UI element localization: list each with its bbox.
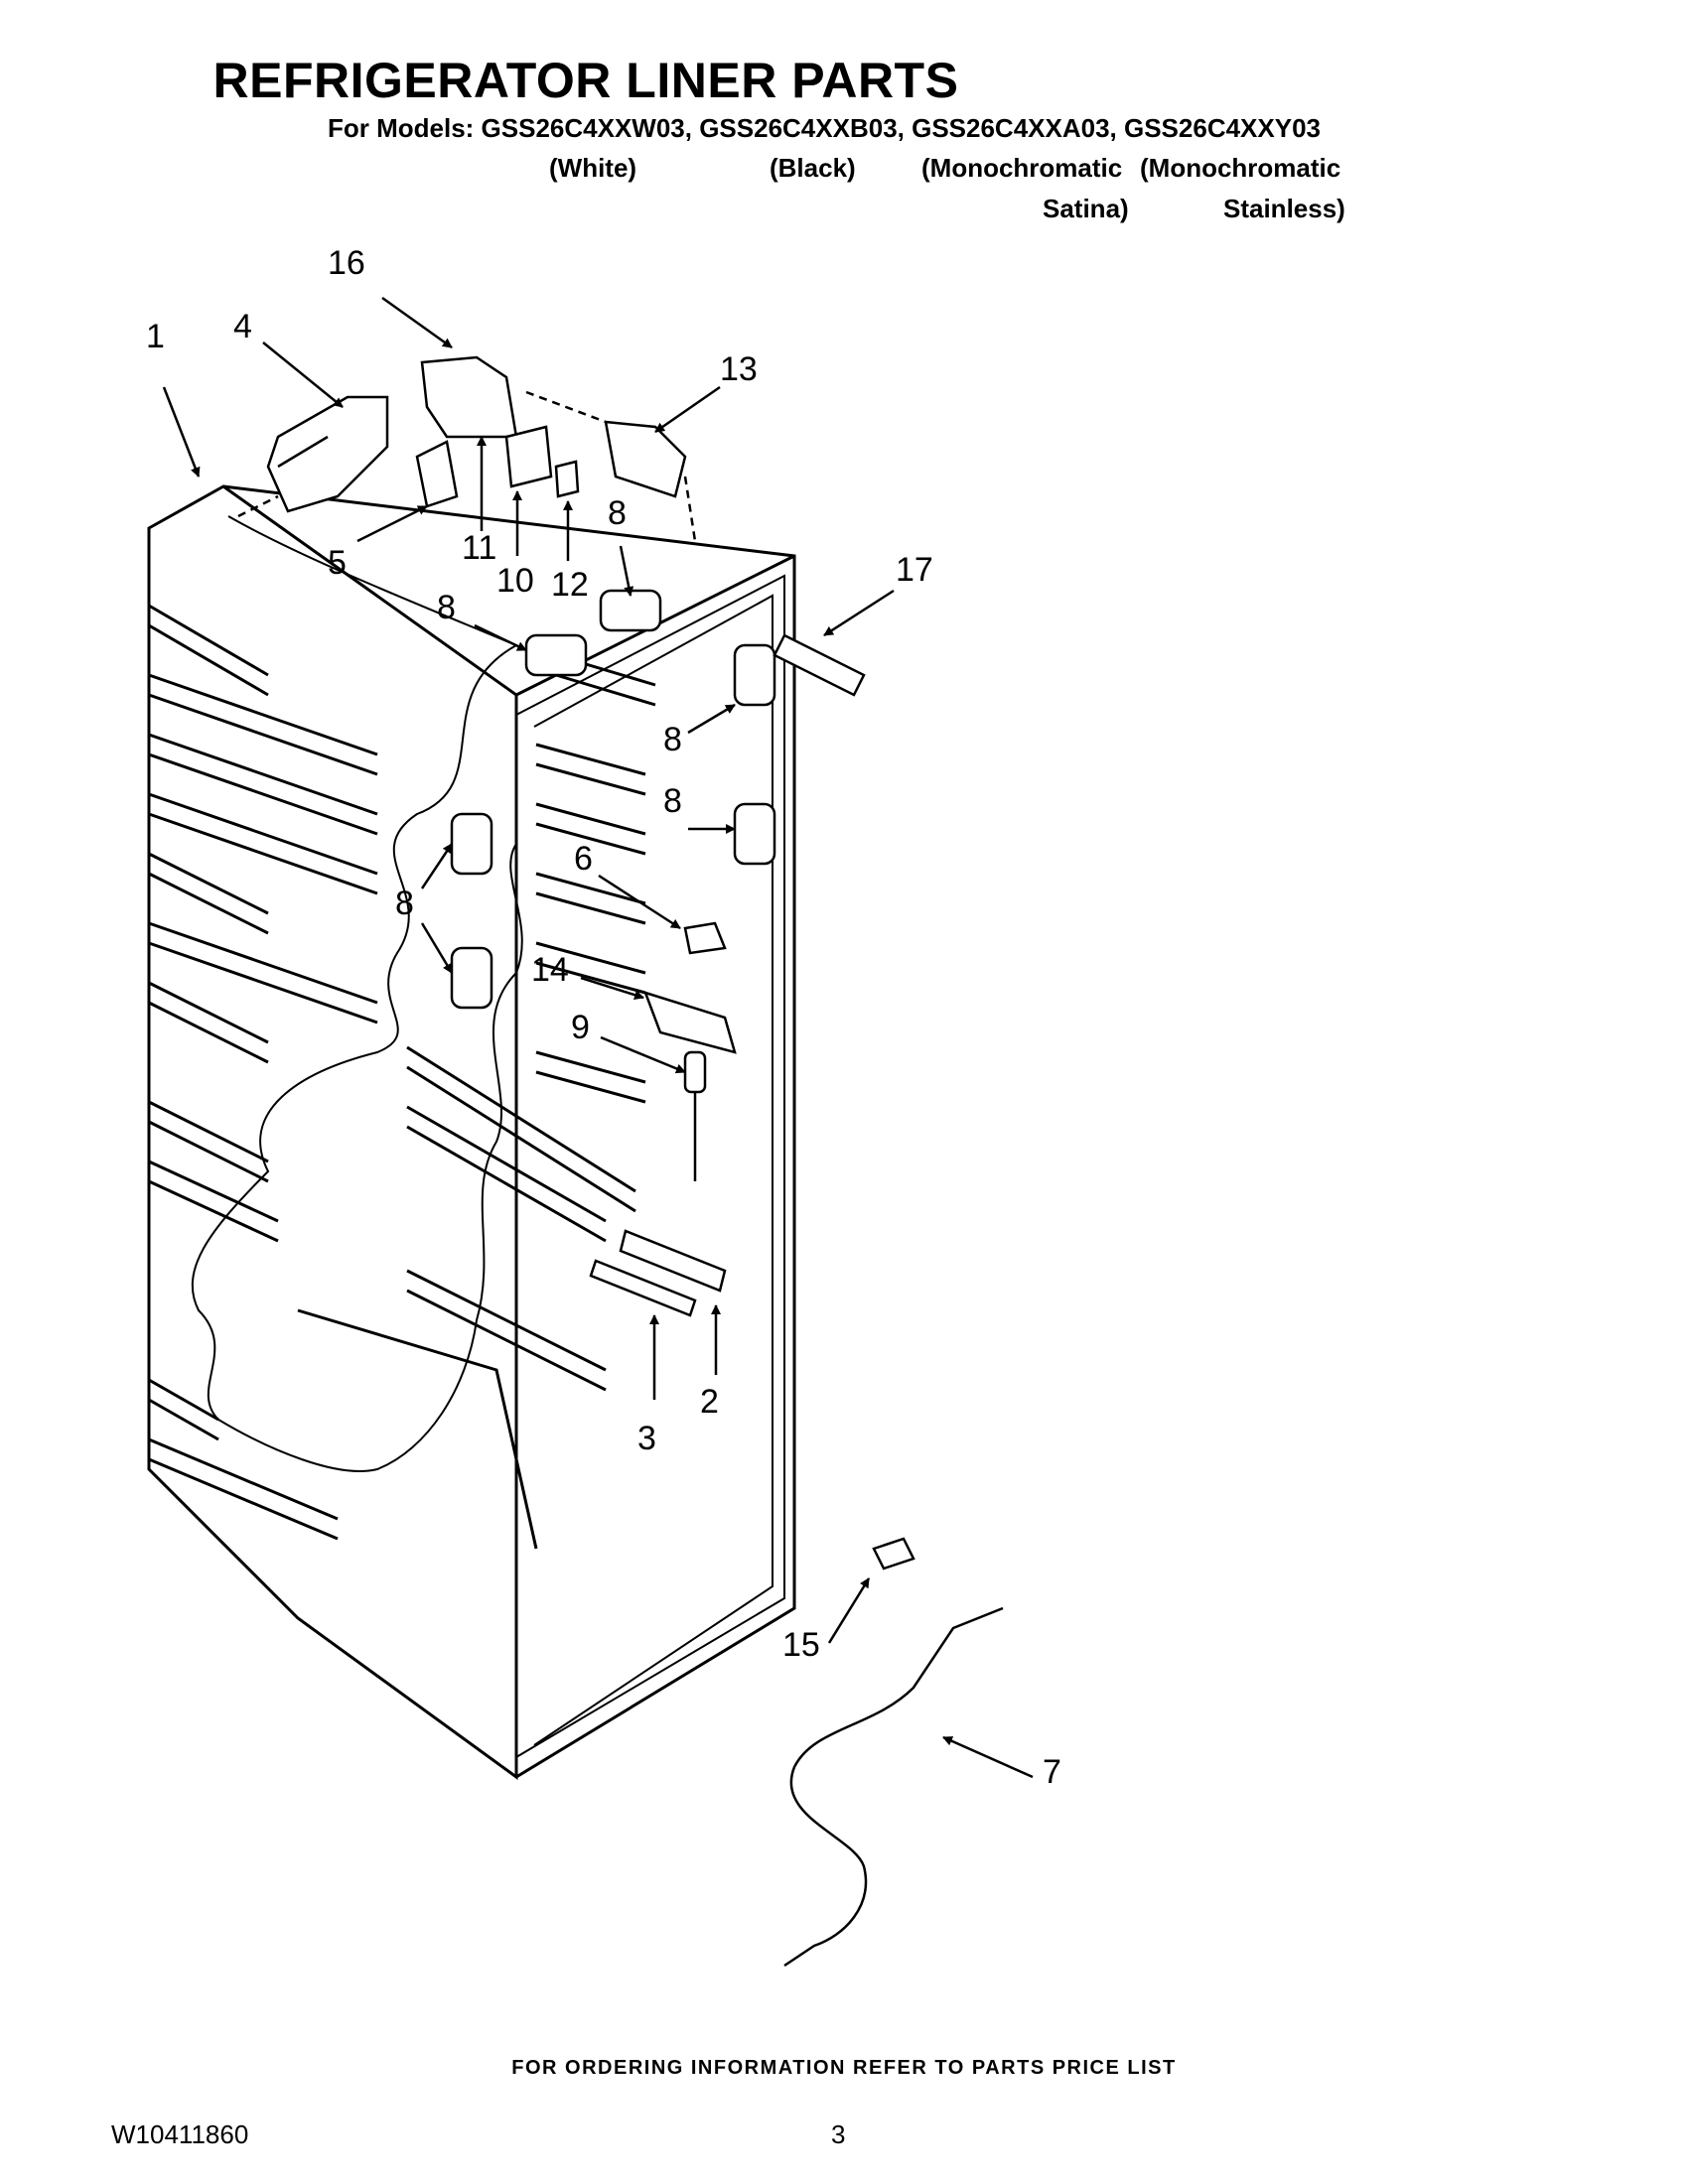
callout-14: 14 [531,951,569,989]
callout-9: 9 [571,1009,590,1046]
document-number: W10411860 [111,2119,249,2149]
callout-16: 16 [328,244,365,282]
callout-17: 17 [896,551,933,589]
top-components [237,355,697,542]
side-shelf-rails [148,604,378,1541]
page-number: 3 [831,2119,846,2149]
callout-15: 15 [782,1626,820,1664]
liner-shell [147,484,796,1780]
variant-stainless: Stainless) [1223,194,1345,223]
callout-5: 5 [328,544,347,582]
variant-mono-2: (Monochromatic [1140,153,1341,183]
variant-black: (Black) [770,153,856,183]
callout-13: 13 [720,350,758,388]
callout-4: 4 [233,308,252,345]
variant-mono-1: (Monochromatic [921,153,1123,183]
variant-white: (White) [549,153,637,183]
right-wall-parts [450,589,1004,1968]
variant-satina: Satina) [1043,194,1129,223]
callout-10: 10 [496,562,534,600]
callout-8-top-right: 8 [608,494,627,532]
callout-11: 11 [462,529,497,567]
callout-6: 6 [574,840,593,878]
cutaway-outline [191,515,523,1472]
models-line: For Models: GSS26C4XXW03, GSS26C4XXB03, … [328,113,1321,143]
interior-rails [297,653,656,1550]
callout-3: 3 [637,1420,656,1457]
callout-7: 7 [1043,1753,1061,1791]
callout-1: 1 [146,318,165,355]
callout-8-top-left: 8 [437,589,456,626]
callout-8-left: 8 [395,885,414,922]
callout-8-right-upper: 8 [663,721,682,758]
callout-8-right-lower: 8 [663,782,682,820]
callout-12: 12 [551,566,589,604]
leader-arrows [162,296,1034,1779]
ordering-note: FOR ORDERING INFORMATION REFER TO PARTS … [511,2057,1177,2079]
callout-2: 2 [700,1383,719,1421]
page-title: REFRIGERATOR LINER PARTS [212,53,959,108]
